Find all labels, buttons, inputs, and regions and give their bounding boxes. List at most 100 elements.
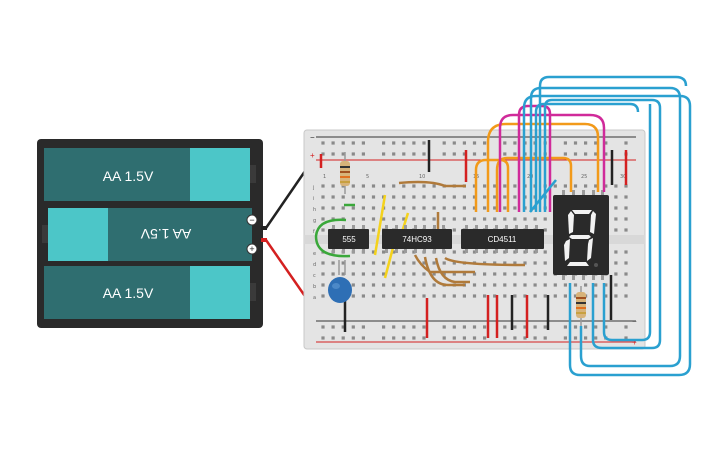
breadboard-hole[interactable] xyxy=(503,250,507,254)
breadboard-hole[interactable] xyxy=(483,325,487,329)
breadboard-hole[interactable] xyxy=(513,195,517,199)
breadboard-hole[interactable] xyxy=(604,184,608,188)
breadboard-hole[interactable] xyxy=(452,294,456,298)
breadboard-hole[interactable] xyxy=(321,206,325,210)
breadboard-hole[interactable] xyxy=(493,283,497,287)
breadboard-hole[interactable] xyxy=(483,195,487,199)
breadboard-hole[interactable] xyxy=(462,250,466,254)
breadboard-hole[interactable] xyxy=(382,336,386,340)
blue-wire[interactable] xyxy=(602,104,652,342)
breadboard-hole[interactable] xyxy=(604,294,608,298)
breadboard-hole[interactable] xyxy=(361,261,365,265)
breadboard-hole[interactable] xyxy=(523,294,527,298)
breadboard-hole[interactable] xyxy=(412,272,416,276)
breadboard-hole[interactable] xyxy=(503,206,507,210)
breadboard-hole[interactable] xyxy=(402,325,406,329)
chip-cd4511[interactable]: CD4511 xyxy=(461,225,544,253)
breadboard-hole[interactable] xyxy=(543,325,547,329)
breadboard-hole[interactable] xyxy=(503,217,507,221)
breadboard-hole[interactable] xyxy=(341,152,345,156)
blue-wire[interactable] xyxy=(522,94,692,377)
breadboard-hole[interactable] xyxy=(624,336,628,340)
breadboard-hole[interactable] xyxy=(351,294,355,298)
breadboard-hole[interactable] xyxy=(341,195,345,199)
breadboard-hole[interactable] xyxy=(513,294,517,298)
breadboard-hole[interactable] xyxy=(412,283,416,287)
breadboard-hole[interactable] xyxy=(513,250,517,254)
breadboard-hole[interactable] xyxy=(472,152,477,156)
breadboard-hole[interactable] xyxy=(422,195,426,199)
breadboard-hole[interactable] xyxy=(432,283,436,287)
chip-555[interactable]: 555 xyxy=(328,225,369,253)
breadboard-hole[interactable] xyxy=(584,152,588,156)
capacitor[interactable] xyxy=(328,260,352,303)
breadboard-hole[interactable] xyxy=(412,184,416,188)
breadboard-hole[interactable] xyxy=(533,294,537,298)
brown-wire[interactable] xyxy=(444,256,526,267)
breadboard-hole[interactable] xyxy=(513,152,517,156)
breadboard-hole[interactable] xyxy=(483,184,487,188)
breadboard-hole[interactable] xyxy=(624,272,628,276)
breadboard-hole[interactable] xyxy=(402,152,406,156)
breadboard-hole[interactable] xyxy=(472,294,477,298)
breadboard-hole[interactable] xyxy=(432,294,436,298)
breadboard-hole[interactable] xyxy=(543,217,547,221)
breadboard-hole[interactable] xyxy=(452,217,456,221)
breadboard-hole[interactable] xyxy=(452,195,456,199)
breadboard-hole[interactable] xyxy=(371,250,376,254)
breadboard-hole[interactable] xyxy=(503,141,507,145)
breadboard-hole[interactable] xyxy=(472,325,477,329)
breadboard-hole[interactable] xyxy=(402,283,406,287)
breadboard-hole[interactable] xyxy=(472,206,477,210)
breadboard-hole[interactable] xyxy=(321,272,325,276)
breadboard-hole[interactable] xyxy=(402,206,406,210)
breadboard-hole[interactable] xyxy=(594,184,598,188)
blue-wire[interactable] xyxy=(543,98,662,350)
breadboard-hole[interactable] xyxy=(472,217,477,221)
breadboard-hole[interactable] xyxy=(624,141,628,145)
breadboard-hole[interactable] xyxy=(331,195,335,199)
breadboard-hole[interactable] xyxy=(462,141,466,145)
breadboard-hole[interactable] xyxy=(523,325,527,329)
breadboard-hole[interactable] xyxy=(321,141,325,145)
breadboard-hole[interactable] xyxy=(472,141,477,145)
breadboard-hole[interactable] xyxy=(432,261,436,265)
breadboard-hole[interactable] xyxy=(402,184,406,188)
breadboard-hole[interactable] xyxy=(351,261,355,265)
breadboard-hole[interactable] xyxy=(351,184,355,188)
breadboard-hole[interactable] xyxy=(452,206,456,210)
breadboard-hole[interactable] xyxy=(361,184,365,188)
breadboard-hole[interactable] xyxy=(402,294,406,298)
breadboard-hole[interactable] xyxy=(594,141,598,145)
breadboard-hole[interactable] xyxy=(422,141,426,145)
green-wire[interactable] xyxy=(314,218,351,258)
breadboard-hole[interactable] xyxy=(351,206,355,210)
breadboard-hole[interactable] xyxy=(624,325,628,329)
magenta-wire[interactable] xyxy=(517,104,552,212)
breadboard-hole[interactable] xyxy=(351,272,355,276)
breadboard-hole[interactable] xyxy=(321,325,325,329)
breadboard-hole[interactable] xyxy=(472,272,477,276)
breadboard-hole[interactable] xyxy=(584,184,588,188)
breadboard-hole[interactable] xyxy=(402,195,406,199)
breadboard-hole[interactable] xyxy=(624,228,628,232)
breadboard-hole[interactable] xyxy=(321,336,325,340)
breadboard-hole[interactable] xyxy=(382,217,386,221)
breadboard-hole[interactable] xyxy=(493,184,497,188)
breadboard-hole[interactable] xyxy=(513,184,517,188)
breadboard-hole[interactable] xyxy=(412,261,416,265)
breadboard-hole[interactable] xyxy=(513,141,517,145)
breadboard-hole[interactable] xyxy=(371,283,376,287)
breadboard-hole[interactable] xyxy=(594,152,598,156)
breadboard-hole[interactable] xyxy=(331,261,335,265)
breadboard-hole[interactable] xyxy=(553,283,557,287)
breadboard-hole[interactable] xyxy=(371,261,376,265)
breadboard-hole[interactable] xyxy=(584,325,588,329)
breadboard-hole[interactable] xyxy=(533,217,537,221)
breadboard-hole[interactable] xyxy=(472,336,477,340)
breadboard-hole[interactable] xyxy=(422,325,426,329)
breadboard-hole[interactable] xyxy=(483,152,487,156)
breadboard-hole[interactable] xyxy=(573,294,578,298)
seven-segment-display[interactable] xyxy=(553,190,609,280)
breadboard-hole[interactable] xyxy=(392,141,396,145)
